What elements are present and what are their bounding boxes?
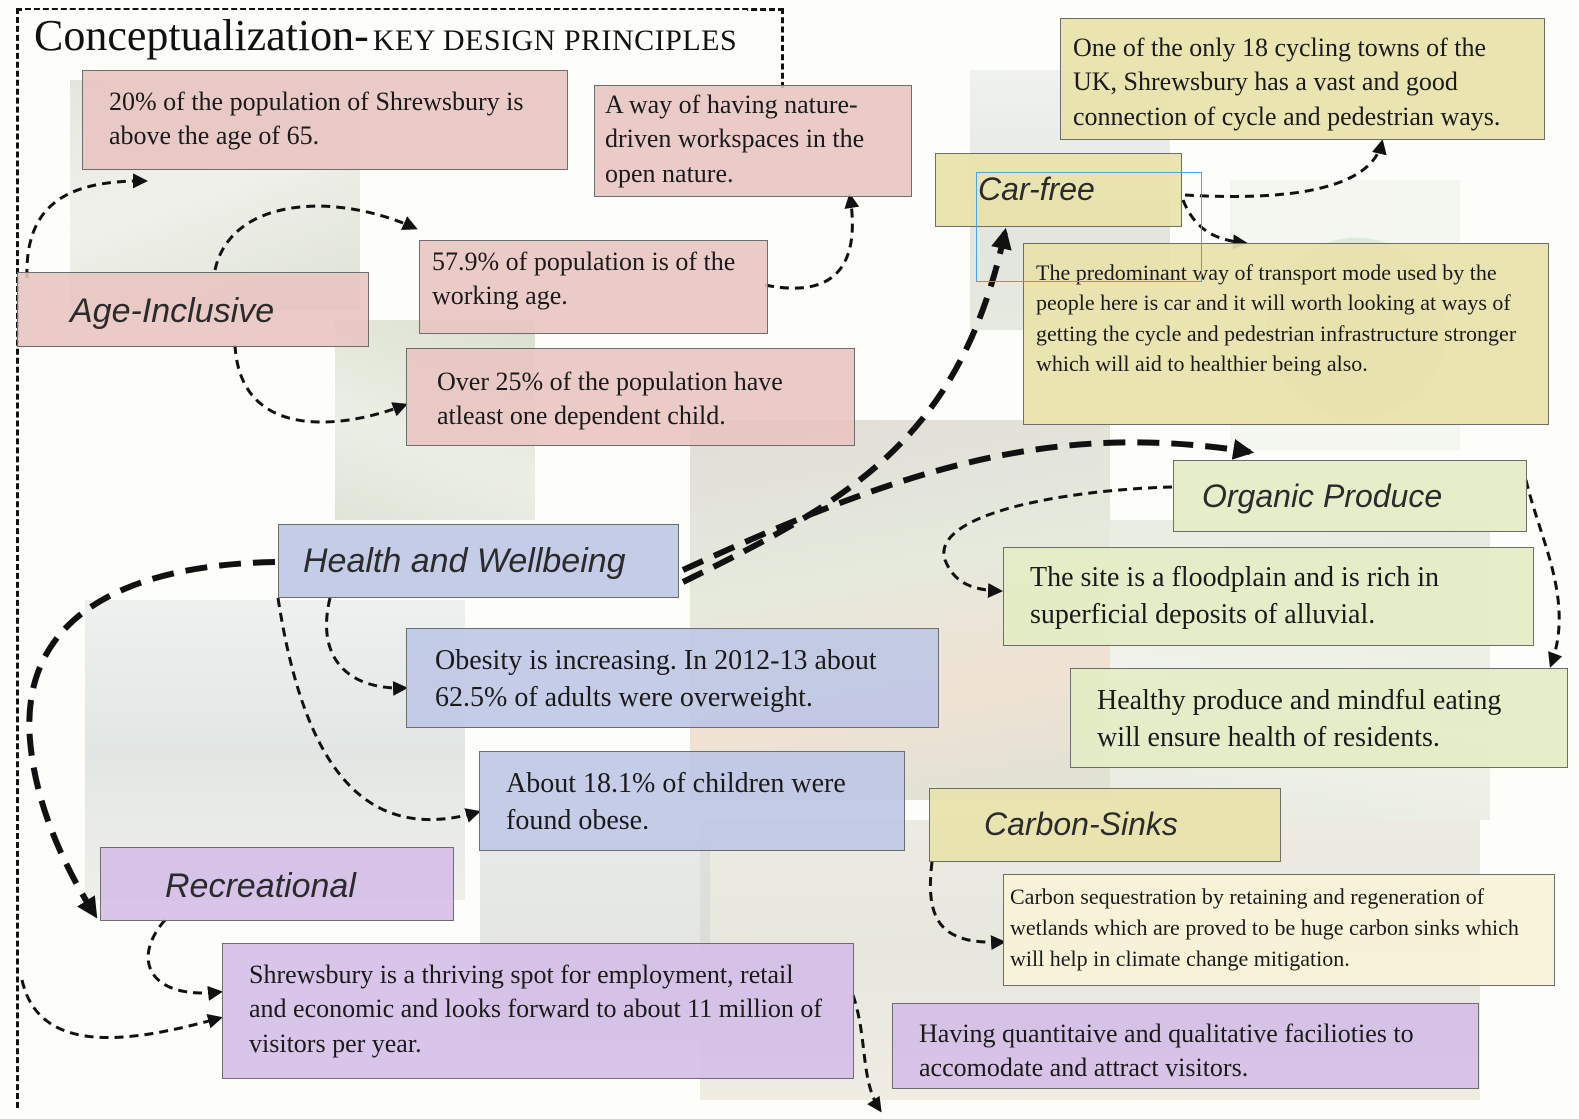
fact-nature-workspaces: A way of having nature-driven workspaces… — [594, 85, 912, 197]
fact-dependent-child-text: Over 25% of the population have atleast … — [437, 367, 783, 430]
category-health-wellbeing-label: Health and Wellbeing — [303, 542, 626, 580]
arrow-health-to-obesity — [327, 598, 405, 688]
fact-dependent-child: Over 25% of the population have atleast … — [406, 348, 855, 446]
fact-employment-text: Shrewsbury is a thriving spot for employ… — [249, 960, 822, 1058]
arrow-carbon-to-sequestration — [930, 862, 1003, 942]
arrow-age-to-dependent — [235, 345, 405, 422]
fact-age-65-text: 20% of the population of Shrewsbury is a… — [109, 87, 524, 150]
fact-healthy-produce-text: Healthy produce and mindful eating will … — [1097, 685, 1501, 753]
fact-obesity-adults-text: Obesity is increasing. In 2012-13 about … — [435, 645, 877, 713]
fact-obesity-adults: Obesity is increasing. In 2012-13 about … — [406, 628, 939, 728]
fact-working-age: 57.9% of population is of the working ag… — [419, 240, 768, 334]
fact-visitor-facilities: Having quantitaive and qualitative facil… — [892, 1003, 1479, 1089]
category-carbon-sinks-label: Carbon-Sinks — [984, 806, 1178, 842]
category-recreational: Recreational — [100, 847, 454, 921]
category-organic-produce: Organic Produce — [1173, 460, 1527, 532]
fact-carbon-sequestration-text: Carbon sequestration by retaining and re… — [1010, 884, 1519, 971]
category-health-wellbeing: Health and Wellbeing — [278, 524, 679, 598]
fact-obesity-children-text: About 18.1% of children were found obese… — [506, 768, 846, 836]
arrow-carfree-to-cycling — [1185, 142, 1382, 197]
arrow-age-to-working — [215, 206, 415, 270]
fact-age-65: 20% of the population of Shrewsbury is a… — [82, 70, 568, 170]
category-recreational-label: Recreational — [165, 867, 356, 905]
selection-rectangle[interactable] — [976, 172, 1202, 282]
fact-carbon-sequestration: Carbon sequestration by retaining and re… — [1003, 874, 1555, 986]
arrow-rec-to-employment — [148, 920, 220, 993]
arrow-working-to-workspaces — [765, 196, 852, 288]
category-age-inclusive-label: Age-Inclusive — [70, 292, 274, 330]
fact-cycling-towns-text: One of the only 18 cycling towns of the … — [1073, 33, 1500, 131]
category-carbon-sinks: Carbon-Sinks — [929, 788, 1281, 862]
category-organic-produce-label: Organic Produce — [1202, 478, 1442, 514]
fact-floodplain: The site is a floodplain and is rich in … — [1003, 547, 1534, 646]
fact-healthy-produce: Healthy produce and mindful eating will … — [1070, 668, 1568, 768]
category-age-inclusive: Age-Inclusive — [17, 272, 369, 347]
fact-obesity-children: About 18.1% of children were found obese… — [479, 751, 905, 851]
fact-nature-workspaces-text: A way of having nature-driven workspaces… — [605, 90, 864, 188]
fact-cycling-towns: One of the only 18 cycling towns of the … — [1060, 18, 1545, 140]
fact-working-age-text: 57.9% of population is of the working ag… — [432, 247, 735, 310]
fact-employment: Shrewsbury is a thriving spot for employ… — [222, 943, 854, 1079]
arrow-employment-to-facilities — [853, 995, 880, 1110]
fact-visitor-facilities-text: Having quantitaive and qualitative facil… — [919, 1019, 1414, 1082]
fact-floodplain-text: The site is a floodplain and is rich in … — [1030, 562, 1439, 630]
arrow-age-to-65 — [27, 181, 145, 278]
arrow-frame-to-employment — [22, 980, 220, 1038]
